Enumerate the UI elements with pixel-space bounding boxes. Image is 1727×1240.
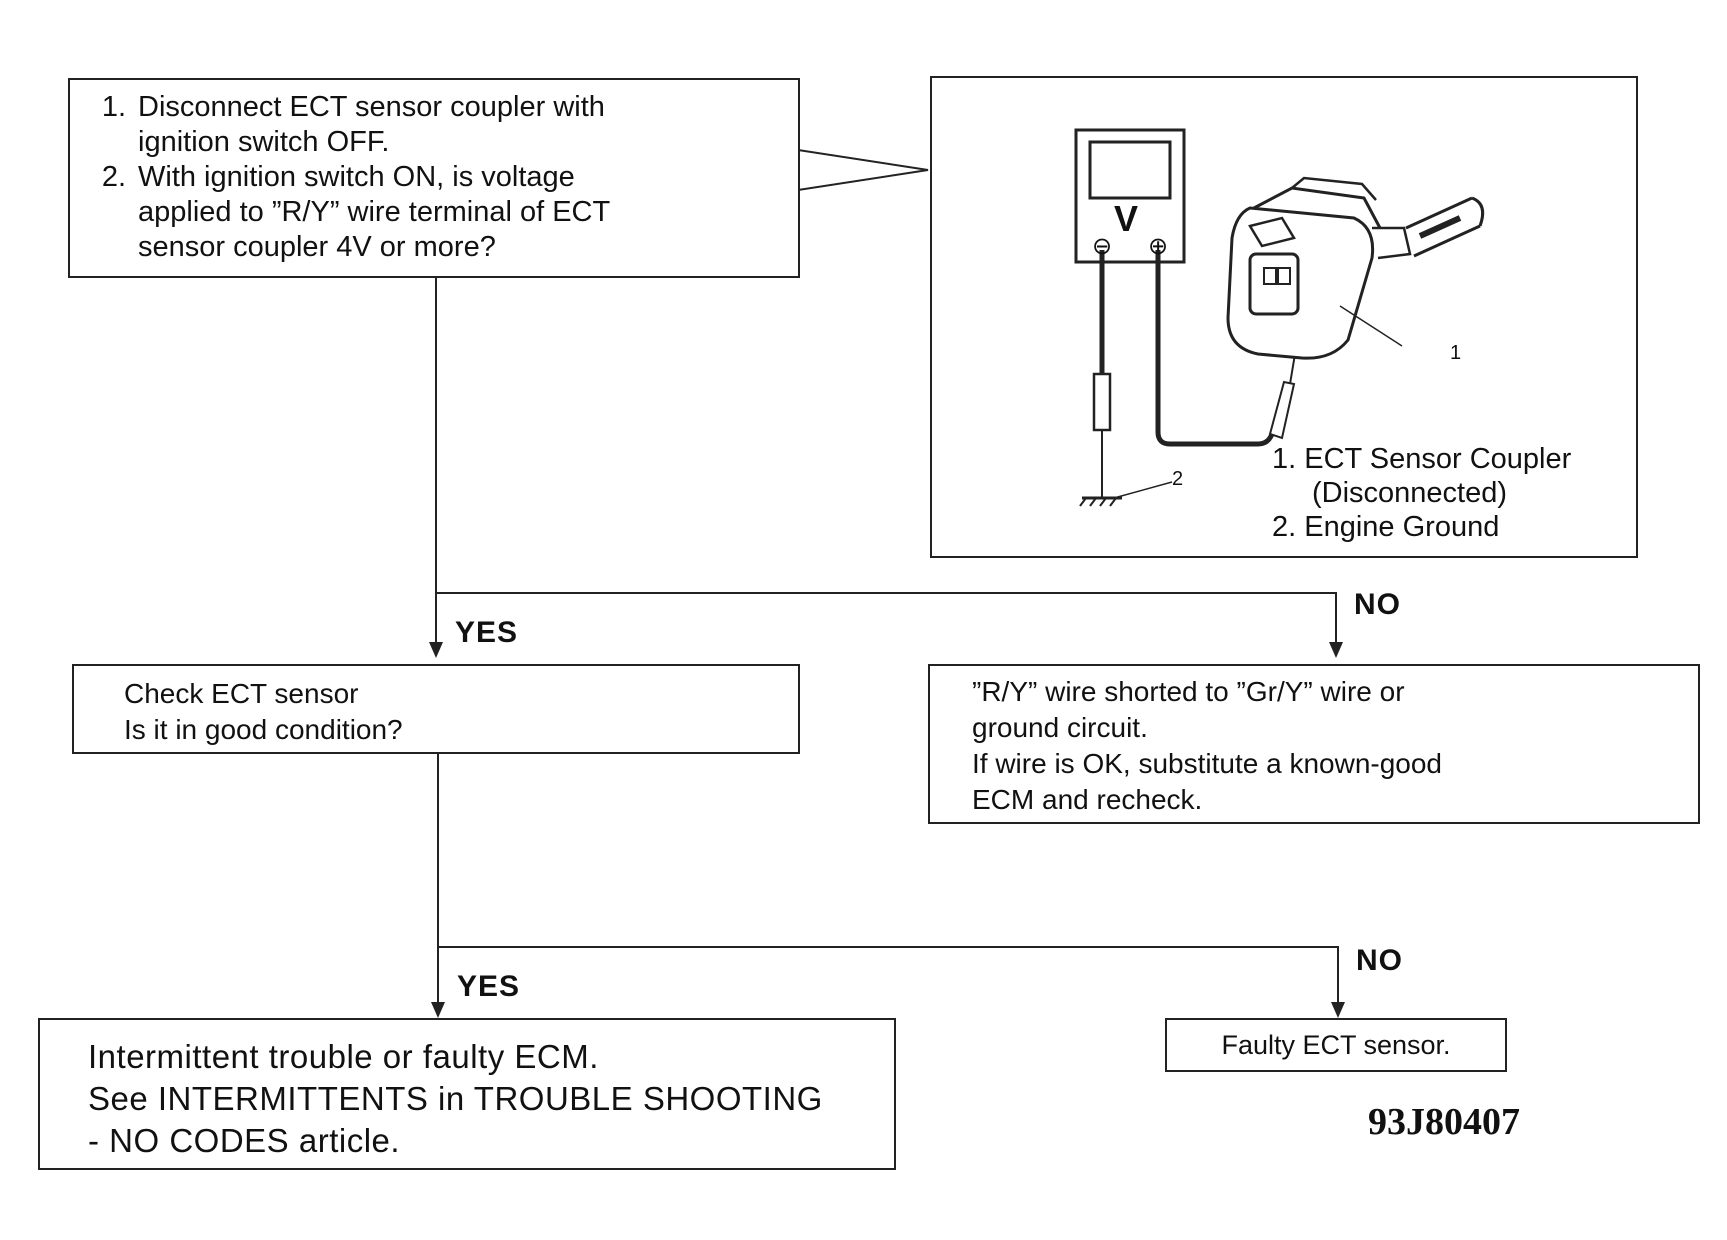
faulty-sensor-box: Faulty ECT sensor. [1165, 1018, 1507, 1072]
intermittent-trouble-box: Intermittent trouble or faulty ECM. See … [38, 1018, 896, 1170]
check-sensor-box: Check ECT sensor Is it in good condition… [72, 664, 800, 754]
wire-short-line: ground circuit. [972, 712, 1148, 743]
legend-item-2: 2. Engine Ground [1272, 511, 1500, 543]
sensor-cable [1405, 196, 1481, 258]
illustration-legend: 1. ECT Sensor Coupler (Disconnected) 2. … [1272, 442, 1571, 544]
faulty-sensor-text: Faulty ECT sensor. [1221, 1030, 1451, 1060]
flow-line-main-1 [435, 278, 437, 642]
coupler-probe [1268, 380, 1296, 440]
wire-short-line: If wire is OK, substitute a known-good [972, 748, 1442, 779]
callout-1-label: 1 [1450, 342, 1462, 364]
wire-short-line: ECM and recheck. [972, 784, 1203, 815]
no-arrow-2 [1331, 1002, 1345, 1018]
step-number: 2. [101, 161, 126, 193]
legend-item-1: 1. ECT Sensor Coupler [1272, 443, 1572, 475]
step-text: With ignition switch ON, is voltage [138, 161, 575, 193]
voltmeter-display [1088, 140, 1172, 200]
step-number: 1. [101, 91, 126, 123]
intermittent-line: See INTERMITTENTS in TROUBLE SHOOTING [88, 1080, 823, 1117]
step-instruction-box: 1. Disconnect ECT sensor coupler with ig… [68, 78, 800, 278]
voltmeter-coupler-illustration [1074, 128, 1485, 507]
flow-line-no-1 [1335, 592, 1337, 642]
no-label-2: NO [1356, 944, 1403, 977]
flow-line-no-2 [1337, 946, 1339, 1002]
intermittent-line: - NO CODES article. [88, 1122, 401, 1159]
callout-leader [798, 149, 929, 191]
step-item-2: 2. With ignition switch ON, is voltage a… [84, 160, 788, 265]
ground-probe [1092, 372, 1112, 432]
wire-short-line: ”R/Y” wire shorted to ”Gr/Y” wire or [972, 676, 1405, 707]
no-label-1: NO [1354, 588, 1401, 621]
step-text: Disconnect ECT sensor coupler with [138, 91, 605, 123]
figure-code: 93J80407 [1368, 1101, 1520, 1143]
flow-line-branch-1 [435, 592, 1337, 594]
callout-2-label: 2 [1172, 468, 1184, 490]
positive-lead [1155, 250, 1275, 447]
check-sensor-line: Is it in good condition? [124, 714, 403, 745]
callout-1-leader [1339, 305, 1403, 347]
flow-line-branch-2 [437, 946, 1339, 948]
voltmeter-symbol: V [1114, 198, 1139, 239]
callout-2-leader [1113, 481, 1173, 499]
check-sensor-line: Check ECT sensor [124, 678, 359, 709]
yes-label-1: YES [455, 616, 519, 649]
yes-arrow-2 [431, 1002, 445, 1018]
minus-terminal-icon: ⊖ [1092, 233, 1113, 260]
step-text: sensor coupler 4V or more? [138, 231, 496, 263]
step-text: ignition switch OFF. [138, 126, 390, 158]
legend-item-1-detail: (Disconnected) [1312, 477, 1508, 509]
plus-terminal-icon: ⊕ [1148, 233, 1169, 260]
intermittent-line: Intermittent trouble or faulty ECM. [88, 1038, 599, 1075]
step-item-1: 1. Disconnect ECT sensor coupler with ig… [84, 90, 788, 160]
flow-line-main-2 [437, 754, 439, 1016]
illustration-panel: V ⊖ ⊕ 1 2 1. ECT Sensor Coupler (Disconn… [930, 76, 1638, 558]
no-arrow-1 [1329, 642, 1343, 658]
wire-short-box: ”R/Y” wire shorted to ”Gr/Y” wire or gro… [928, 664, 1700, 824]
yes-arrow-1 [429, 642, 443, 658]
yes-label-2: YES [457, 970, 521, 1003]
step-text: applied to ”R/Y” wire terminal of ECT [138, 196, 611, 228]
